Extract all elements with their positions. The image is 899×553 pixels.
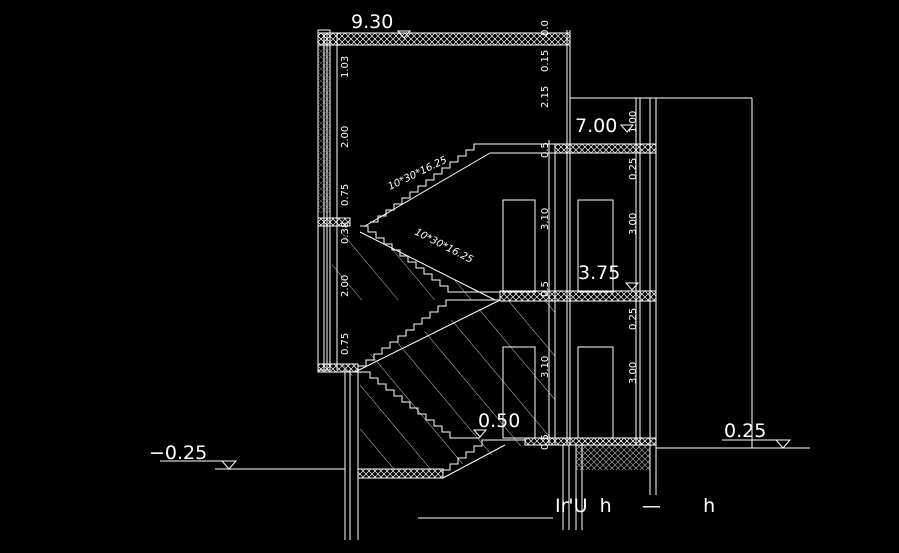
stair-fill-lower	[360, 378, 525, 470]
slab-floor-1	[317, 217, 351, 227]
dim-center-top: 0.0	[540, 20, 551, 36]
doors	[502, 199, 614, 439]
dim-left-2: 0.75	[340, 184, 351, 206]
center-dimensions: 0.0 0.15 2.15 0.5 3.10 0.5 3.10 0.5	[540, 20, 551, 450]
door-1	[502, 199, 536, 293]
level-0-25: 0.25	[724, 420, 766, 442]
level-marker-top	[396, 30, 412, 39]
slab-7.00	[554, 143, 657, 154]
level-marker-7	[619, 124, 635, 133]
left-dimensions: 1.03 2.00 0.75 0.38 2.00 0.75	[336, 33, 351, 370]
dim-right-4: 3.00	[628, 362, 639, 384]
dim-center-2: 0.5	[540, 142, 551, 158]
staircases	[332, 143, 555, 479]
level-marker-3.75	[624, 282, 640, 291]
dim-center-6: 0.5	[540, 434, 551, 450]
door-4	[577, 346, 614, 439]
level-marker-0.25	[774, 439, 792, 449]
door-2	[577, 199, 614, 293]
level-marker-0.50	[472, 429, 488, 438]
dim-center-3: 3.10	[540, 208, 551, 230]
dim-right-1: 0.25	[628, 158, 639, 180]
door-3	[502, 346, 536, 439]
foundation-slab	[357, 468, 444, 479]
level-marker-minus	[220, 460, 238, 470]
slabs	[317, 32, 657, 479]
dim-left-4: 2.00	[340, 275, 351, 297]
level-minus-0-25: −0.25	[149, 442, 207, 464]
dim-center-5: 3.10	[540, 356, 551, 378]
right-dimensions: 1.00 0.25 3.00 0.25 3.00	[628, 98, 641, 445]
wall-hatch-1	[318, 33, 330, 213]
dim-right-3: 0.25	[628, 308, 639, 330]
stair-label-2: 10*30*16.25	[413, 227, 475, 266]
dim-left-1: 2.00	[340, 126, 351, 148]
dim-center-0: 0.15	[540, 50, 551, 72]
level-3-75: 3.75	[578, 262, 620, 284]
stair-flight-1	[370, 143, 500, 223]
level-0-50: 0.50	[478, 410, 520, 432]
dim-right-2: 3.00	[628, 213, 639, 235]
level-7-00: 7.00	[575, 115, 617, 137]
dim-center-4: 0.5	[540, 281, 551, 297]
stair-fill-mid	[332, 300, 555, 438]
stair-fill-upper	[332, 232, 495, 300]
dim-left-3: 0.38	[340, 222, 351, 244]
dim-right-0: 1.00	[628, 111, 639, 133]
dim-left-0: 1.03	[340, 56, 351, 78]
ground-lines	[160, 30, 810, 519]
roof-slab	[317, 32, 571, 46]
dim-left-5: 0.75	[340, 333, 351, 355]
wall-hatch-2	[576, 440, 650, 470]
drawing-caption: Ir'U h — h	[555, 495, 715, 517]
dim-center-1: 2.15	[540, 86, 551, 108]
level-top: 9.30	[351, 11, 393, 33]
